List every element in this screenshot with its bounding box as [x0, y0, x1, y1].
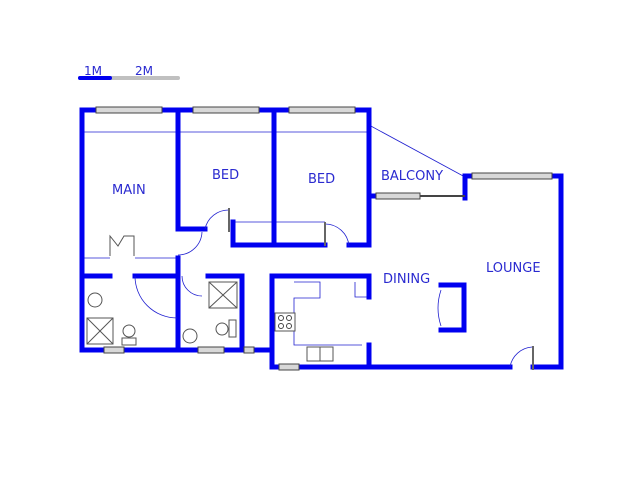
- doors: [109, 208, 534, 370]
- walls: [79, 107, 564, 370]
- scale-bar: 1M 2M: [78, 64, 180, 80]
- basin-icon: [87, 292, 103, 308]
- fixtures: [86, 281, 334, 362]
- room-label-bed-1: BED: [212, 168, 239, 183]
- thin-lines: [82, 124, 466, 346]
- toilet-icon: [215, 322, 229, 336]
- windows: [95, 106, 553, 371]
- room-label-balcony: BALCONY: [381, 169, 443, 184]
- room-label-dining: DINING: [383, 272, 430, 287]
- scale-label-1m: 1M: [84, 64, 102, 78]
- room-label-main: MAIN: [112, 183, 146, 198]
- toilet-icon: [122, 324, 136, 338]
- basin-icon: [182, 328, 198, 344]
- room-label-bed-2: BED: [308, 172, 335, 187]
- stove-icon: [274, 312, 296, 332]
- scale-label-2m: 2M: [135, 64, 153, 78]
- room-label-lounge: LOUNGE: [486, 261, 541, 276]
